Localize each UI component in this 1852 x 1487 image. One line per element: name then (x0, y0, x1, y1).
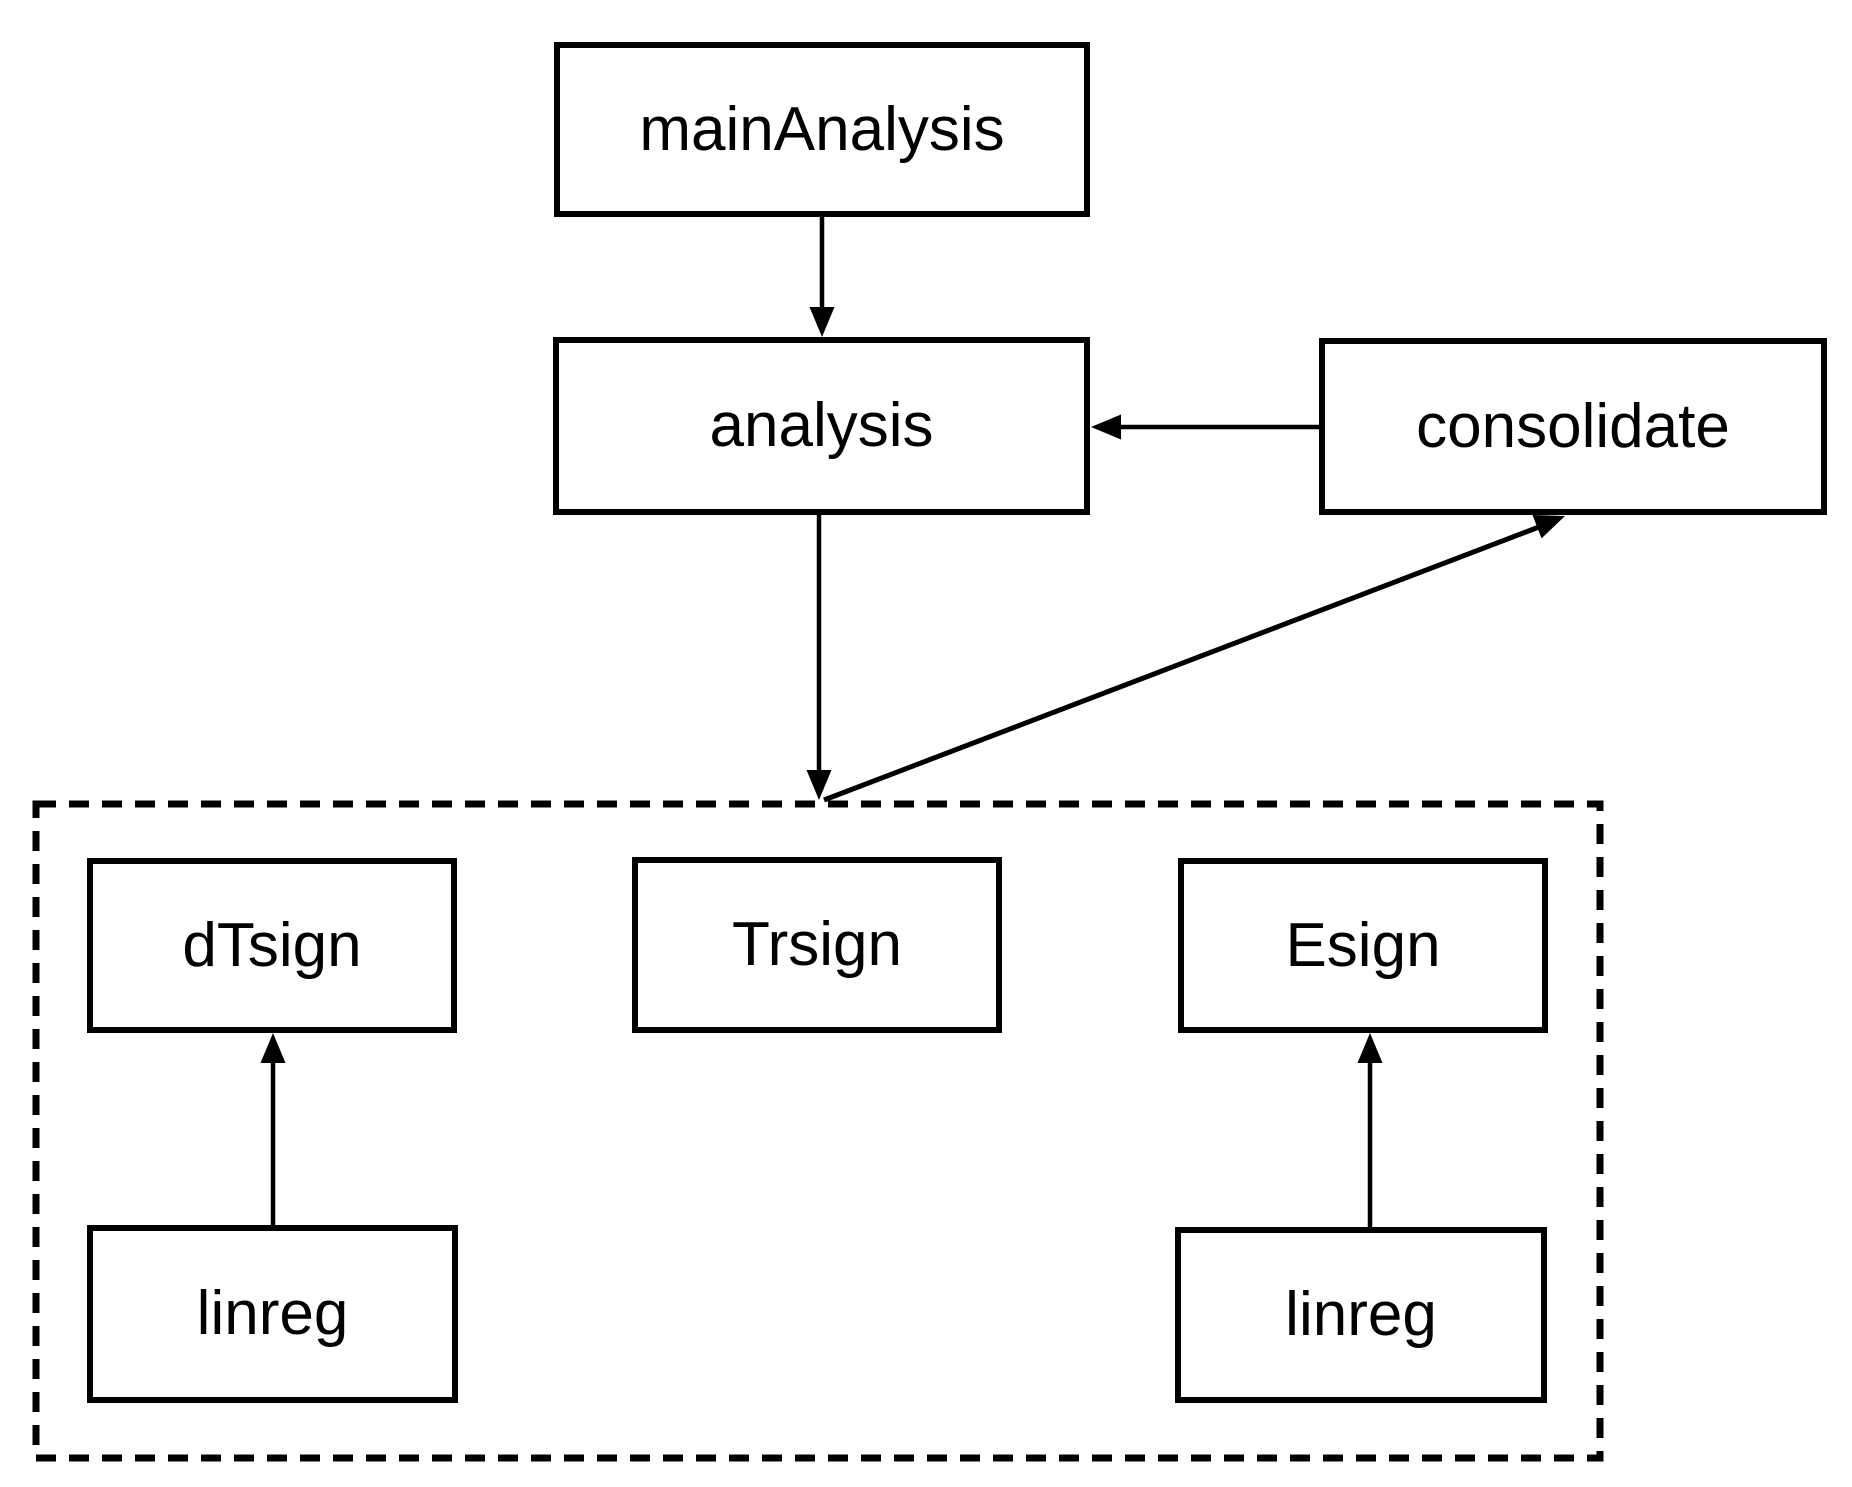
node-dtsign: dTsign (87, 858, 457, 1033)
node-analysis: analysis (553, 337, 1090, 515)
arrow-analysis-to-group (806, 515, 832, 800)
arrow-linreg-to-dtsign (260, 1033, 286, 1225)
node-trsign: Trsign (632, 857, 1002, 1033)
node-linreg-left-label: linreg (196, 1279, 349, 1348)
node-mainanalysis-label: mainAnalysis (639, 94, 1005, 164)
node-trsign-label: Trsign (732, 910, 902, 979)
node-analysis-label: analysis (709, 391, 934, 460)
node-esign: Esign (1178, 858, 1548, 1033)
node-mainanalysis: mainAnalysis (554, 42, 1090, 217)
node-esign-label: Esign (1285, 910, 1441, 980)
arrow-group-to-consolidate (823, 515, 1565, 803)
node-linreg-left: linreg (87, 1225, 458, 1403)
node-linreg-right-label: linreg (1285, 1280, 1437, 1349)
node-consolidate: consolidate (1319, 338, 1827, 515)
dashed-group-border (32, 800, 1604, 1462)
arrow-mainanalysis-to-analysis (809, 217, 835, 337)
arrow-consolidate-to-analysis (1091, 414, 1319, 440)
node-linreg-right: linreg (1175, 1227, 1547, 1403)
arrow-linreg-to-esign (1357, 1033, 1383, 1227)
node-dtsign-label: dTsign (182, 910, 362, 980)
node-consolidate-label: consolidate (1416, 391, 1730, 461)
